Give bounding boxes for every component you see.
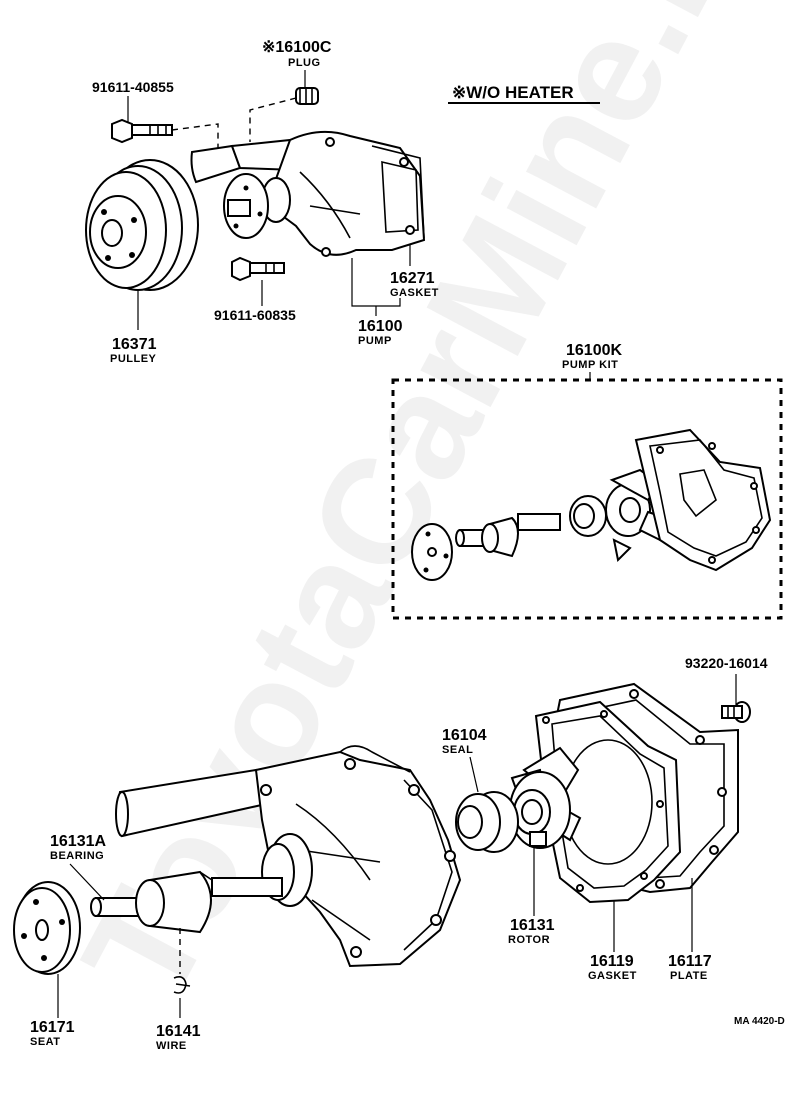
- kit-seat-part: [411, 523, 453, 581]
- bolt-upper-part: [111, 118, 173, 144]
- gasket-part: [534, 700, 682, 904]
- kit-bearing-part: [455, 513, 561, 558]
- plug-part: [295, 87, 319, 105]
- plate-number: 16117: [668, 953, 712, 970]
- screw-number: 93220-16014: [685, 655, 768, 671]
- pulley-number: 16371: [112, 336, 157, 353]
- seat-number: 16171: [30, 1019, 75, 1036]
- header-note: ※W/O HEATER: [452, 83, 574, 102]
- pulley-part: [85, 159, 199, 291]
- kit-seal-part: [569, 495, 607, 537]
- seat-name: SEAT: [30, 1036, 61, 1048]
- diagram-code: MA 4420-D: [734, 1016, 785, 1027]
- pump-name: PUMP: [358, 335, 392, 347]
- seal-part: [455, 791, 519, 853]
- wire-part: [173, 976, 191, 994]
- kit-box: [391, 378, 783, 620]
- seat-part: [13, 881, 81, 975]
- rotor-part: [509, 746, 582, 849]
- gasket-top-number: 16271: [390, 270, 435, 287]
- screw-part: [721, 701, 751, 723]
- bearing-name: BEARING: [50, 850, 104, 862]
- plug-number: ※16100C: [262, 39, 332, 56]
- bolt-lower-number: 91611-60835: [214, 307, 296, 323]
- bearing-leader: [69, 863, 105, 901]
- gasket-top-name: GASKET: [390, 287, 439, 299]
- seal-leader: [469, 756, 479, 793]
- seal-name: SEAL: [442, 744, 473, 756]
- plate-name: PLATE: [670, 970, 708, 982]
- kit-gasket-part: [634, 428, 772, 572]
- pump-number: 16100: [358, 318, 403, 335]
- wire-name: WIRE: [156, 1040, 187, 1052]
- kit-name: PUMP KIT: [562, 359, 618, 371]
- plug-dashed-line: [249, 97, 297, 142]
- kit-number: 16100K: [566, 342, 622, 359]
- bolt-upper-number: 91611-40855: [92, 79, 174, 95]
- bearing-number: 16131A: [50, 833, 106, 850]
- pump-body-part: [115, 745, 462, 968]
- seal-number: 16104: [442, 727, 487, 744]
- pulley-name: PULLEY: [110, 353, 157, 365]
- rotor-name: ROTOR: [508, 934, 550, 946]
- bearing-part: [90, 870, 283, 934]
- pump-part: [190, 130, 426, 257]
- bolt-upper-dashed: [171, 123, 219, 150]
- bolt-lower-part: [231, 256, 285, 282]
- plug-name: PLUG: [288, 57, 321, 69]
- rotor-number: 16131: [510, 917, 555, 934]
- gasket-name: GASKET: [588, 970, 637, 982]
- gasket-number: 16119: [590, 953, 634, 970]
- wire-number: 16141: [156, 1023, 201, 1040]
